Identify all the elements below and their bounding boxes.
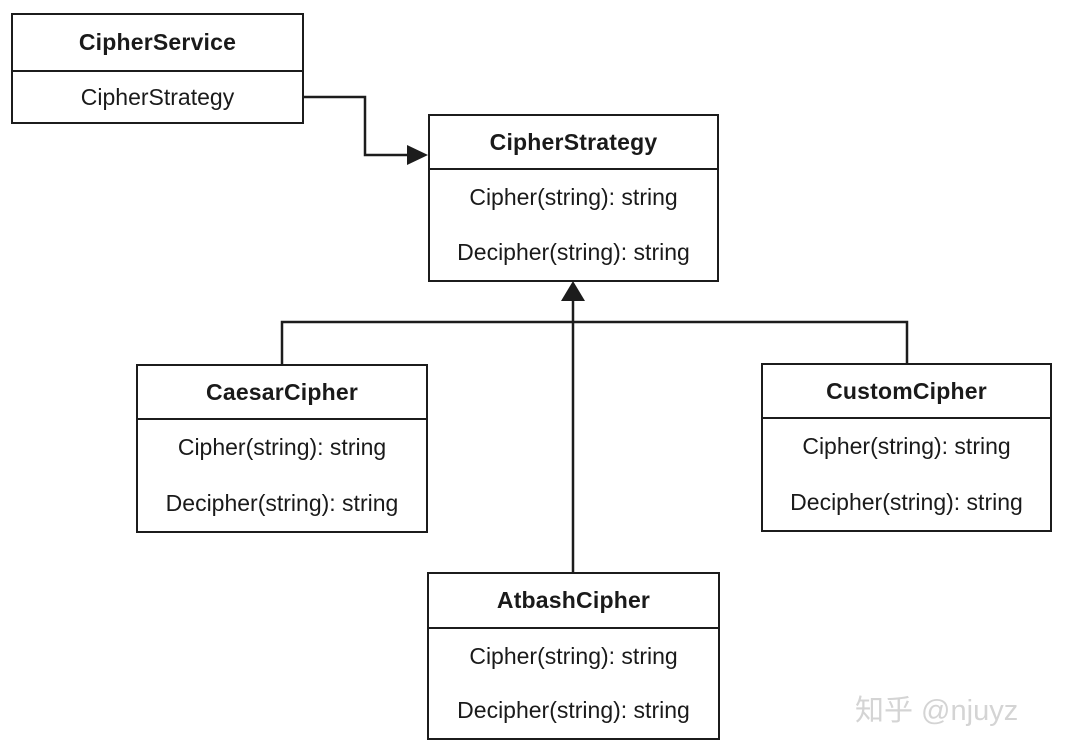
class-box-cipherstrategy: CipherStrategy Cipher(string): string De… — [428, 114, 719, 282]
class-methods: Cipher(string): string Decipher(string):… — [429, 629, 718, 738]
class-attribute: CipherStrategy — [80, 83, 235, 110]
class-attributes: CipherStrategy — [13, 72, 302, 122]
association-connector — [304, 95, 410, 157]
class-method: Cipher(string): string — [469, 642, 678, 669]
class-methods: Cipher(string): string Decipher(string):… — [430, 170, 717, 280]
class-title: CustomCipher — [763, 365, 1050, 419]
generalization-connector-rail — [280, 320, 909, 364]
class-title: CipherStrategy — [430, 116, 717, 170]
class-methods: Cipher(string): string Decipher(string):… — [763, 419, 1050, 530]
class-box-caesarcipher: CaesarCipher Cipher(string): string Deci… — [136, 364, 428, 533]
class-method: Decipher(string): string — [790, 488, 1023, 515]
class-method: Cipher(string): string — [469, 184, 678, 210]
class-methods: Cipher(string): string Decipher(string):… — [138, 420, 426, 531]
class-box-atbashcipher: AtbashCipher Cipher(string): string Deci… — [427, 572, 720, 740]
class-title: AtbashCipher — [429, 574, 718, 629]
class-box-cipherservice: CipherService CipherStrategy — [11, 13, 304, 124]
class-method: Decipher(string): string — [165, 489, 399, 516]
class-box-customcipher: CustomCipher Cipher(string): string Deci… — [761, 363, 1052, 532]
class-method: Cipher(string): string — [177, 434, 387, 461]
association-arrowhead-icon — [407, 145, 428, 165]
class-title: CipherService — [13, 15, 302, 72]
generalization-arrowhead-icon — [561, 281, 585, 301]
class-title: CaesarCipher — [138, 366, 426, 420]
class-method: Cipher(string): string — [802, 433, 1011, 460]
class-method: Decipher(string): string — [457, 697, 690, 724]
class-method: Decipher(string): string — [457, 239, 690, 265]
watermark: 知乎 @njuyz — [855, 695, 1019, 727]
